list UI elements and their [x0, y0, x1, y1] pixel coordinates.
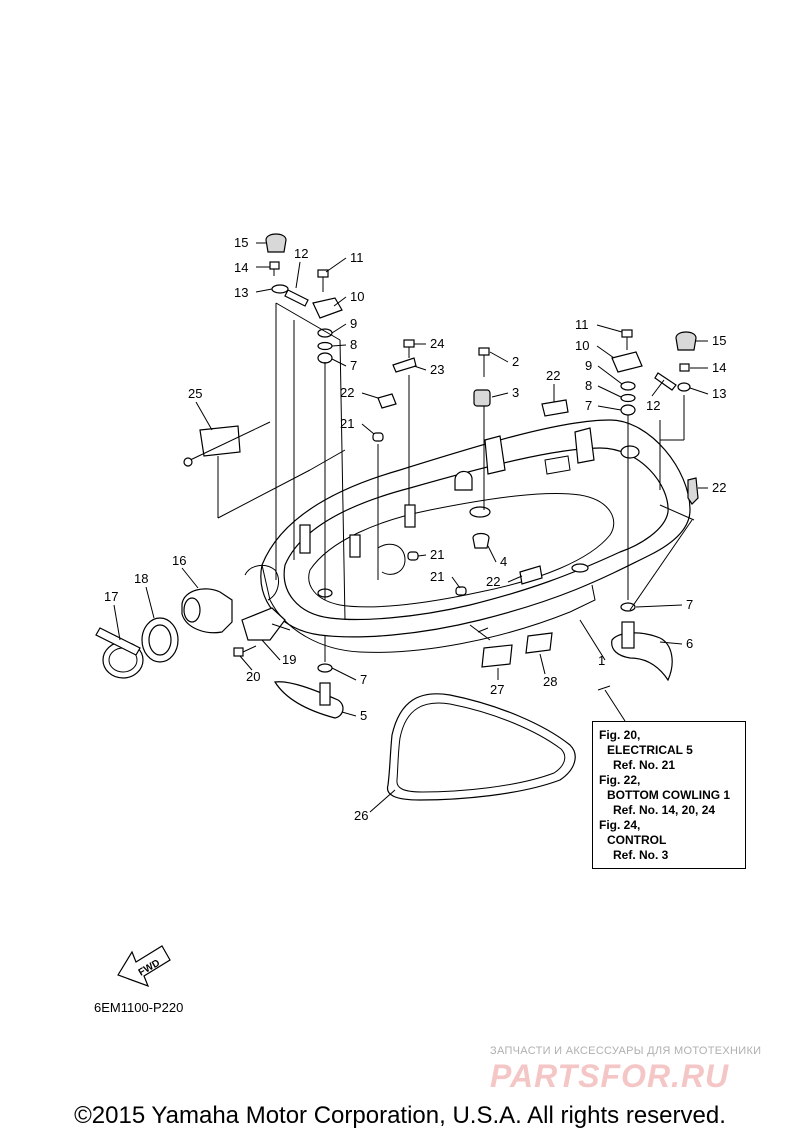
callout-14-right: 14 [712, 360, 726, 375]
callout-6: 6 [686, 636, 693, 651]
fwd-arrow-icon: FWD [117, 945, 171, 988]
callout-18: 18 [134, 571, 148, 586]
callout-23: 23 [430, 362, 444, 377]
ref-line-6: Ref. No. 14, 20, 24 [613, 803, 716, 817]
callout-22-lower: 22 [486, 574, 500, 589]
callout-24: 24 [430, 336, 444, 351]
callout-1: 1 [598, 653, 605, 668]
holder-19 [241, 607, 286, 641]
ref-line-8: CONTROL [607, 833, 667, 847]
callout-13-right: 13 [712, 386, 726, 401]
callout-20: 20 [246, 669, 260, 684]
clip-25 [183, 421, 271, 467]
upper-right-fasteners [611, 329, 697, 416]
clamp-18 [141, 617, 179, 663]
callout-17: 17 [104, 589, 118, 604]
callout-21-lower: 21 [430, 569, 444, 584]
callout-28: 28 [543, 674, 557, 689]
callout-7-upper-right: 7 [585, 398, 592, 413]
diagram-code: 6EM1100-P220 [94, 1000, 184, 1015]
callout-16: 16 [172, 553, 186, 568]
callout-14-left: 14 [234, 260, 248, 275]
callout-15-right: 15 [712, 333, 726, 348]
callout-15-left: 15 [234, 235, 248, 250]
callout-10-left: 10 [350, 289, 364, 304]
callout-labels: 15 14 13 12 11 10 9 8 7 24 23 2 3 22 21 … [104, 235, 726, 823]
callout-13-left: 13 [234, 285, 248, 300]
callout-11-left: 11 [350, 250, 364, 265]
bracket-6 [611, 602, 673, 682]
bolt-20 [233, 645, 257, 657]
ref-line-2: ELECTRICAL 5 [607, 743, 693, 757]
callout-5: 5 [360, 708, 367, 723]
callout-3: 3 [512, 385, 519, 400]
leader-lines [217, 302, 695, 722]
callout-22-upper-right: 22 [546, 368, 560, 383]
callout-10-right: 10 [575, 338, 589, 353]
callout-25: 25 [188, 386, 202, 401]
ref-line-4: Fig. 22, [599, 773, 641, 787]
callout-27: 27 [490, 682, 504, 697]
callout-4: 4 [500, 554, 507, 569]
ref-line-1: Fig. 20, [599, 728, 641, 742]
callout-11-right: 11 [575, 317, 589, 332]
callout-8-left: 8 [350, 337, 357, 352]
callout-22-upper-left: 22 [340, 385, 354, 400]
callout-26: 26 [354, 808, 368, 823]
callout-19: 19 [282, 652, 296, 667]
reference-box: Fig. 20, ELECTRICAL 5 Ref. No. 21 Fig. 2… [592, 721, 746, 869]
callout-7-lower-left: 7 [360, 672, 367, 687]
callout-12-left: 12 [294, 246, 308, 261]
callout-9-right: 9 [585, 358, 592, 373]
callout-21-upper: 21 [340, 416, 354, 431]
callout-2: 2 [512, 354, 519, 369]
callout-22-right: 22 [712, 480, 726, 495]
seal-26 [386, 693, 576, 801]
callout-8-right: 8 [585, 378, 592, 393]
ref-line-5: BOTTOM COWLING 1 [607, 788, 731, 802]
ref-line-7: Fig. 24, [599, 818, 641, 832]
callout-12-right: 12 [646, 398, 660, 413]
bracket-5 [273, 663, 344, 719]
bottom-cowling [244, 419, 691, 653]
labels-27-28 [481, 632, 553, 668]
grommet-16 [181, 588, 233, 634]
band-17 [95, 627, 144, 679]
watermark-logo: PARTSFOR.RU [490, 1058, 730, 1094]
callout-7-lower-right: 7 [686, 597, 693, 612]
ref-line-3: Ref. No. 21 [613, 758, 676, 772]
center-fasteners [372, 339, 699, 596]
upper-left-fasteners [265, 233, 343, 364]
callout-9-left: 9 [350, 316, 357, 331]
watermark-tagline: ЗАПЧАСТИ И АКСЕССУАРЫ ДЛЯ МОТОТЕХНИКИ [490, 1045, 762, 1057]
callout-7-upper-left: 7 [350, 358, 357, 373]
copyright-notice: ©2015 Yamaha Motor Corporation, U.S.A. A… [74, 1102, 726, 1129]
ref-line-9: Ref. No. 3 [613, 848, 669, 862]
callout-21-middle: 21 [430, 547, 444, 562]
